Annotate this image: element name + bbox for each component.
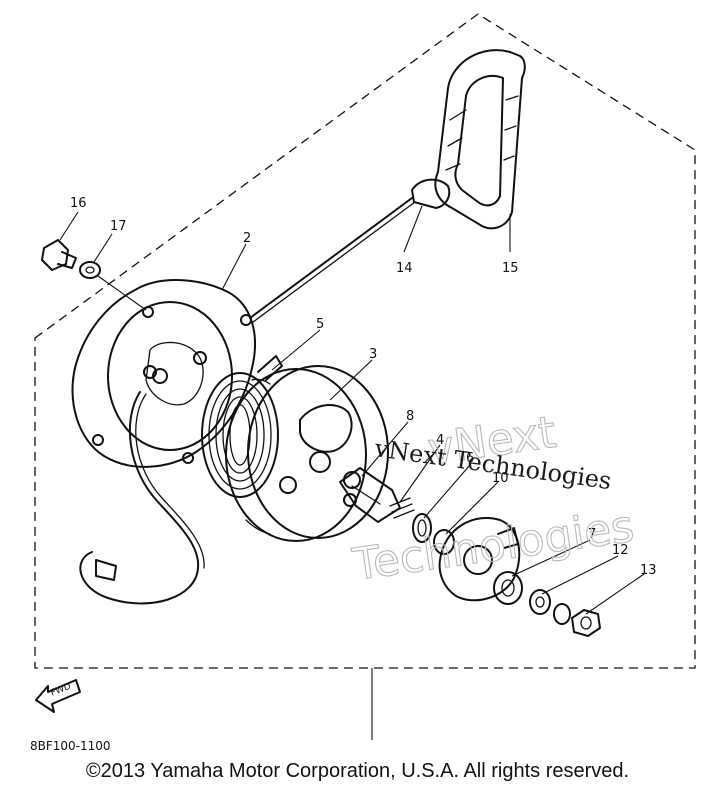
callout-13: 13 <box>640 563 657 578</box>
pawl-spring-part-4 <box>389 497 415 519</box>
callout-2: 2 <box>243 231 251 246</box>
ratchet-guide-part-9 <box>438 517 521 602</box>
callout-6: 6 <box>466 451 474 466</box>
svg-text:Technologies: Technologies <box>349 501 637 591</box>
bolt-part-16 <box>41 239 77 271</box>
callout-4: 4 <box>436 433 444 448</box>
spiral-spring-part-5 <box>201 355 283 498</box>
washer-part-7 <box>493 571 523 605</box>
sheave-drum-part-3 <box>225 365 389 542</box>
bolt-axis <box>97 275 147 311</box>
callout-8: 8 <box>406 409 414 424</box>
callout-5: 5 <box>316 317 324 332</box>
callout-12: 12 <box>612 543 629 558</box>
washer-part-17 <box>79 261 101 279</box>
copyright-notice: ©2013 Yamaha Motor Corporation, U.S.A. A… <box>85 760 630 782</box>
callout-17: 17 <box>110 219 127 234</box>
assembly-boundary <box>34 13 696 669</box>
washer-part-12 <box>529 589 551 615</box>
leader-lines <box>59 205 645 740</box>
starter-handle-part-15 <box>434 49 526 230</box>
pawl-part-8 <box>339 467 401 523</box>
callout-14: 14 <box>396 261 413 276</box>
spring-washer <box>553 603 571 625</box>
diagram-code: 8BF100-1100 <box>30 739 111 753</box>
forward-direction-arrow: FWD <box>35 679 81 713</box>
stop-switch-lead-wire <box>79 391 205 605</box>
callout-7: 7 <box>588 527 596 542</box>
callout-16: 16 <box>70 196 87 211</box>
nut-part-13 <box>571 609 601 637</box>
drive-plate-part-10 <box>433 529 455 555</box>
rope-grommet <box>411 178 451 209</box>
callout-15: 15 <box>502 261 519 276</box>
starter-case-part-2 <box>71 279 256 468</box>
starter-rope-part-14 <box>249 197 416 323</box>
callout-3: 3 <box>369 347 377 362</box>
callout-10: 10 <box>492 471 509 486</box>
friction-spring-part-6 <box>412 513 432 543</box>
